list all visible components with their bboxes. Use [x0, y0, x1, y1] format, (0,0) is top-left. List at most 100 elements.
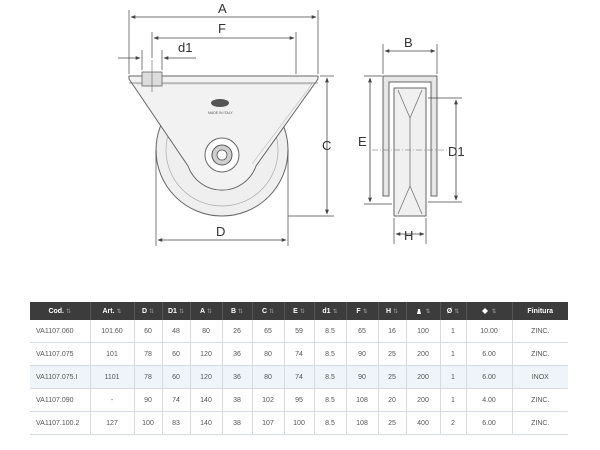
sort-icon[interactable]: ⇅	[425, 308, 431, 315]
column-header[interactable]: C⇅	[252, 302, 285, 320]
column-header: Finitura	[512, 302, 568, 320]
table-cell: 90	[134, 388, 163, 412]
column-header-label: D	[141, 307, 148, 315]
dim-a-label: A	[218, 1, 227, 16]
sort-icon[interactable]: ⇅	[362, 308, 368, 315]
table-cell: 6.00	[466, 411, 513, 435]
column-header-label: A	[199, 307, 206, 315]
table-cell: 60	[162, 342, 191, 366]
table-cell: 74	[162, 388, 191, 412]
column-header[interactable]: H⇅	[378, 302, 407, 320]
sort-icon[interactable]: ⇅	[238, 308, 244, 315]
table-cell: 107	[252, 411, 285, 435]
table-cell: ZINC.	[512, 388, 568, 412]
table-cell: 140	[190, 411, 223, 435]
table-cell: 8.5	[314, 388, 347, 412]
product-code-cell: VA1107.075.I	[30, 365, 91, 389]
table-cell: 78	[134, 365, 163, 389]
table-cell: 6.00	[466, 342, 513, 366]
axle-hole	[216, 149, 228, 161]
table-cell: 4.00	[466, 388, 513, 412]
column-header[interactable]: B⇅	[222, 302, 253, 320]
table-cell: 1	[440, 320, 467, 343]
dim-b-label: B	[404, 35, 413, 50]
column-header[interactable]: Ø⇅	[440, 302, 467, 320]
table-cell: 8.5	[314, 411, 347, 435]
table-cell: 1	[440, 388, 467, 412]
column-header[interactable]: Cod.⇅	[30, 302, 91, 320]
sort-icon[interactable]: ⇅	[332, 308, 338, 315]
table-cell: 80	[252, 342, 285, 366]
table-cell: 60	[162, 365, 191, 389]
column-header[interactable]: D⇅	[134, 302, 163, 320]
column-header[interactable]: D1⇅	[162, 302, 191, 320]
table-cell: 101.60	[90, 320, 135, 343]
product-code-cell: VA1107.090	[30, 388, 91, 412]
table-cell: 127	[90, 411, 135, 435]
column-header-label: C	[261, 307, 268, 315]
table-cell: 38	[222, 411, 253, 435]
sort-icon[interactable]: ⇅	[116, 308, 122, 315]
sort-icon[interactable]: ⇅	[269, 308, 275, 315]
table-cell: ZINC.	[512, 411, 568, 435]
weight-icon	[417, 309, 422, 314]
table-cell: 80	[190, 320, 223, 343]
sort-icon[interactable]: ⇅	[393, 308, 399, 315]
sort-icon[interactable]: ⇅	[299, 308, 305, 315]
table-cell: ZINC.	[512, 342, 568, 366]
column-header[interactable]: A⇅	[190, 302, 223, 320]
table-cell: 108	[346, 411, 379, 435]
table-cell: 90	[346, 342, 379, 366]
column-header[interactable]: Art.⇅	[90, 302, 135, 320]
spec-table-container: Cod.⇅Art.⇅D⇅D1⇅A⇅B⇅C⇅E⇅d1⇅F⇅H⇅⇅Ø⇅⇅Finitu…	[30, 302, 568, 435]
dim-h-label: H	[404, 228, 413, 243]
sort-icon[interactable]: ⇅	[149, 308, 155, 315]
column-header[interactable]: E⇅	[284, 302, 315, 320]
table-cell: 36	[222, 365, 253, 389]
sort-icon[interactable]: ⇅	[178, 308, 184, 315]
column-header-label: d1	[322, 307, 331, 315]
table-cell: 25	[378, 411, 407, 435]
table-cell: 95	[284, 388, 315, 412]
table-cell: 100	[134, 411, 163, 435]
table-cell: 100	[406, 320, 441, 343]
column-header[interactable]: ⇅	[466, 302, 513, 320]
table-cell: 74	[284, 342, 315, 366]
column-header[interactable]: d1⇅	[314, 302, 347, 320]
sort-icon[interactable]: ⇅	[454, 308, 460, 315]
side-bracket	[382, 75, 438, 197]
product-code-cell: VA1107.100.2	[30, 411, 91, 435]
side-view: B E D1 H	[358, 35, 465, 244]
product-code-cell: VA1107.060	[30, 320, 91, 343]
column-header[interactable]: F⇅	[346, 302, 379, 320]
column-header-label: F	[356, 307, 361, 315]
dim-d1-large-label: D1	[448, 144, 465, 159]
table-cell: 10.00	[466, 320, 513, 343]
column-header-label: D1	[168, 307, 177, 315]
sort-icon[interactable]: ⇅	[491, 308, 497, 315]
dim-d-label: D	[216, 224, 225, 239]
sort-icon[interactable]: ⇅	[207, 308, 213, 315]
table-cell: ZINC.	[512, 320, 568, 343]
table-cell: 1	[440, 365, 467, 389]
made-in-italy-stamp: MADE IN ITALY	[208, 111, 233, 115]
sort-icon[interactable]: ⇅	[66, 308, 72, 315]
table-cell: -	[90, 388, 135, 412]
table-cell: 38	[222, 388, 253, 412]
table-cell: 74	[284, 365, 315, 389]
table-cell: 20	[378, 388, 407, 412]
column-header[interactable]: ⇅	[406, 302, 441, 320]
table-cell: 16	[378, 320, 407, 343]
table-cell: 100	[284, 411, 315, 435]
product-code-cell: VA1107.075	[30, 342, 91, 366]
dim-f-label: F	[218, 21, 226, 36]
table-cell: 26	[222, 320, 253, 343]
table-cell: 8.5	[314, 320, 347, 343]
table-cell: 200	[406, 388, 441, 412]
